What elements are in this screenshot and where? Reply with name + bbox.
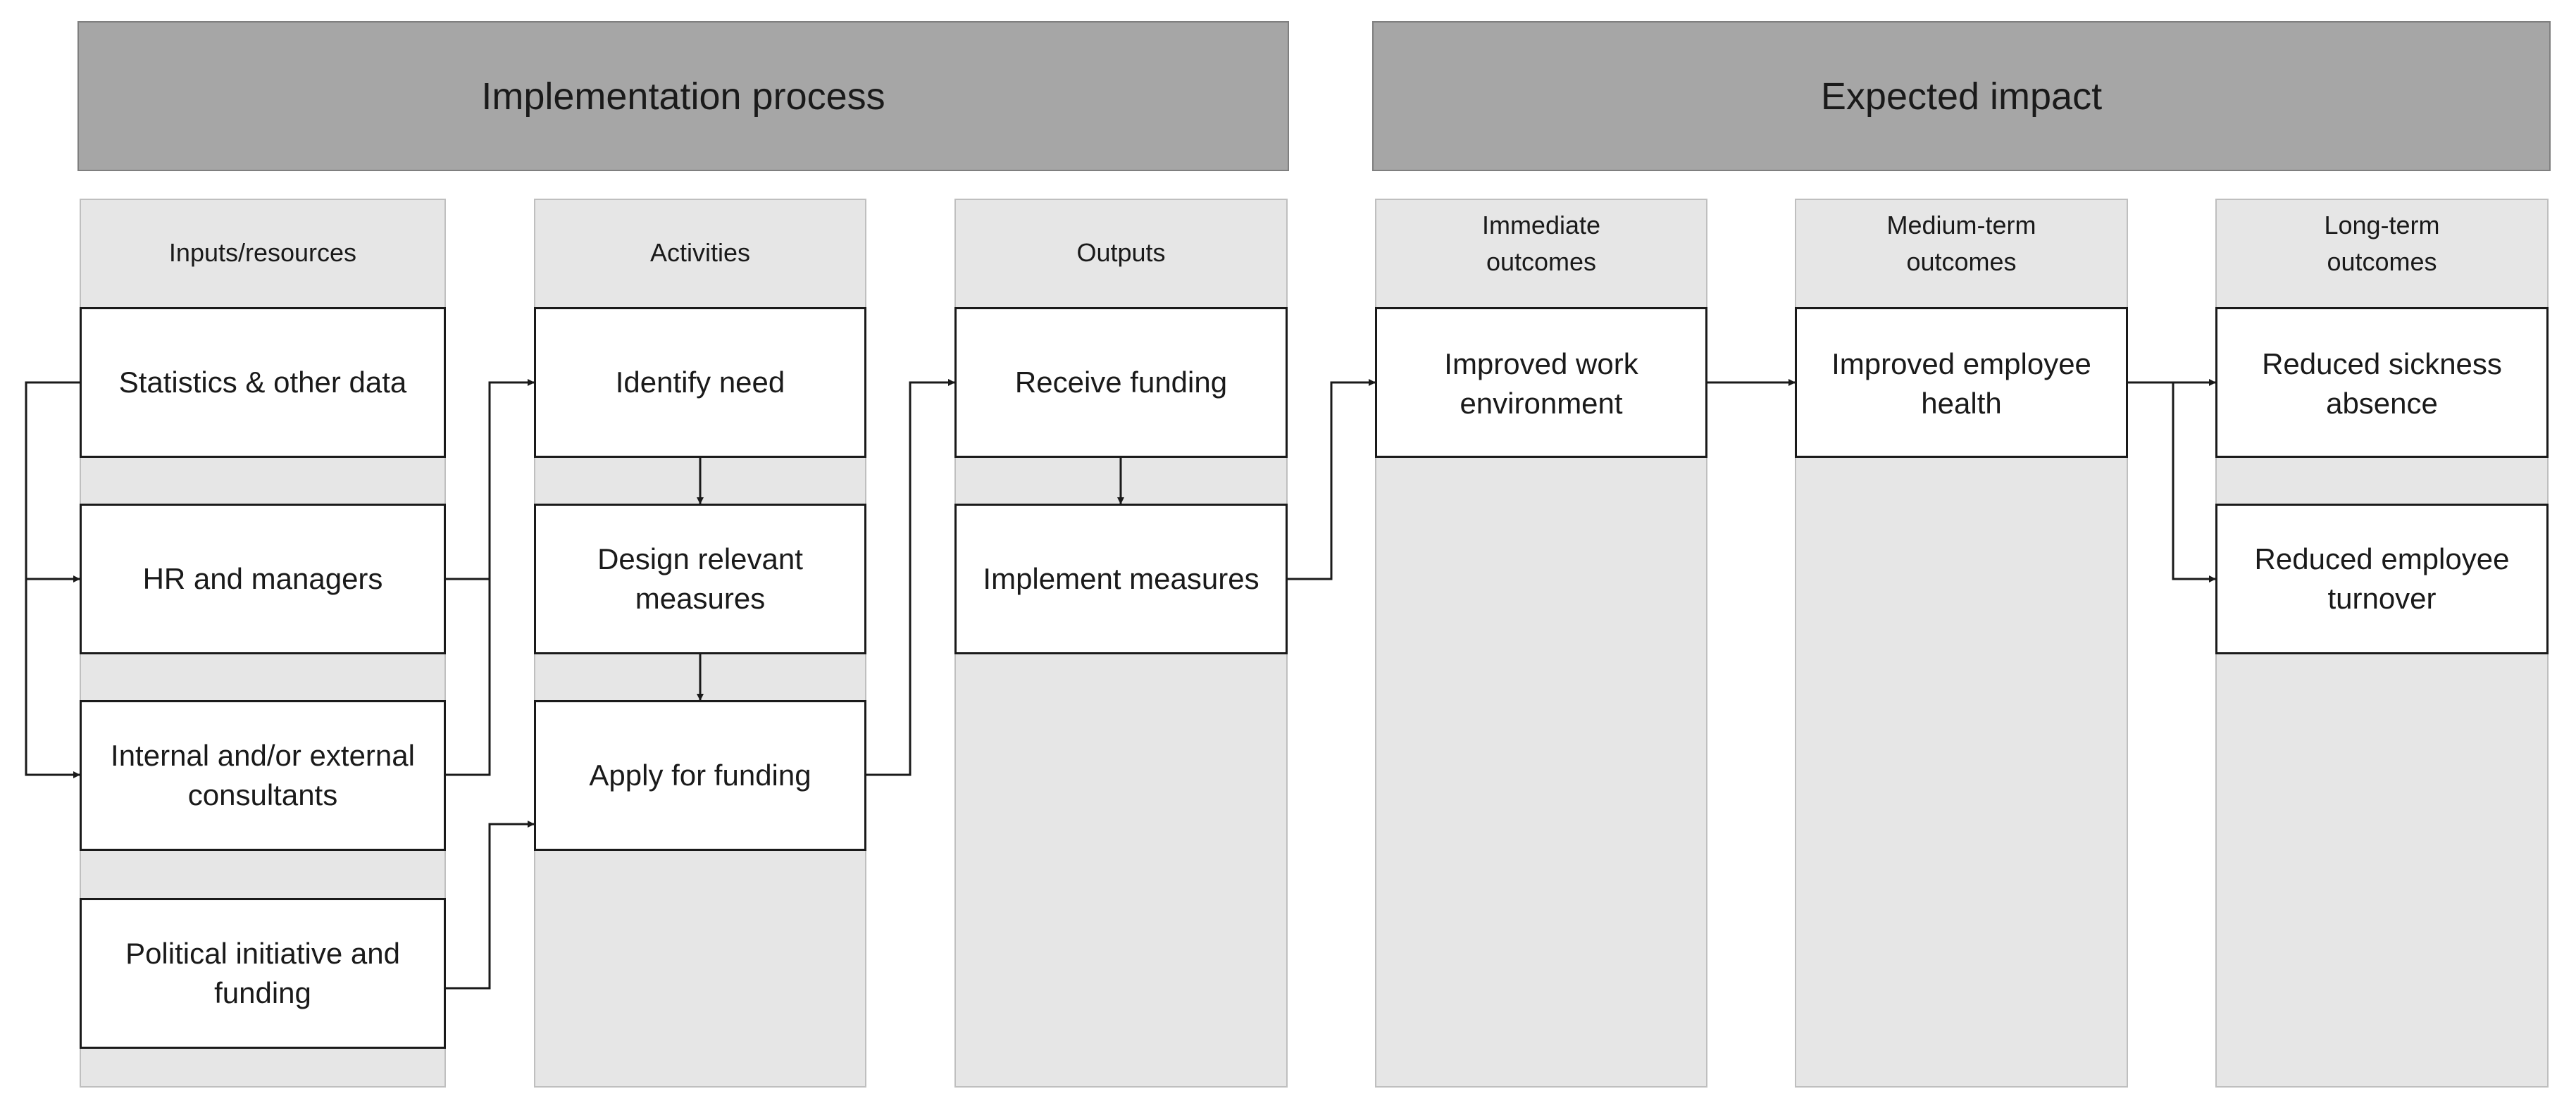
box-improved-employee-health-label: Improved employee health [1831, 347, 2091, 420]
box-improved-employee-health: Improved employee health [1795, 307, 2128, 458]
box-hr-managers-label: HR and managers [142, 562, 383, 595]
box-hr-managers: HR and managers [80, 504, 446, 654]
box-implement-measures: Implement measures [954, 504, 1288, 654]
box-reduced-turnover: Reduced employee turnover [2215, 504, 2549, 654]
box-design-measures: Design relevant measures [534, 504, 866, 654]
box-implement-measures-label: Implement measures [983, 562, 1259, 595]
column-header-immediate: Immediate outcomes [1481, 211, 1601, 276]
box-identify-need: Identify need [534, 307, 866, 458]
arrow-political-to-apply [446, 821, 535, 990]
expected-impact-title: Expected impact [1820, 75, 2103, 118]
arrow-apply-to-receive [866, 379, 955, 776]
box-political-label: Political initiative and funding [125, 937, 400, 1009]
box-reduced-sickness: Reduced sickness absence [2215, 307, 2549, 458]
column-header-long: Long-term outcomes [2324, 211, 2440, 276]
arrow-consultants-join [446, 579, 491, 776]
box-receive-funding-label: Receive funding [1014, 366, 1228, 399]
box-statistics-label: Statistics & other data [118, 366, 407, 399]
box-consultants: Internal and/or external consultants [80, 700, 446, 851]
column-header-medium: Medium-term outcomes [1886, 211, 2036, 276]
implementation-process-title: Implementation process [481, 75, 885, 118]
box-consultants-label: Internal and/or external consultants [111, 739, 415, 811]
box-receive-funding: Receive funding [954, 307, 1288, 458]
expected-impact-banner: Expected impact [1372, 21, 2551, 171]
box-identify-need-label: Identify need [615, 366, 785, 399]
column-header-inputs: Inputs/resources [168, 238, 357, 267]
box-political: Political initiative and funding [80, 898, 446, 1049]
arrow-implement-to-workenv [1288, 379, 1376, 580]
column-header-activities: Activities [649, 238, 751, 267]
box-reduced-sickness-label: Reduced sickness absence [2262, 347, 2502, 420]
box-statistics: Statistics & other data [80, 307, 446, 458]
box-improved-work-environment-label: Improved work environment [1444, 347, 1638, 420]
box-reduced-turnover-label: Reduced employee turnover [2254, 542, 2510, 615]
box-apply-funding: Apply for funding [534, 700, 866, 851]
implementation-process-banner: Implementation process [77, 21, 1289, 171]
box-design-measures-label: Design relevant measures [597, 542, 803, 615]
arrow-hr-to-identify [446, 379, 535, 580]
arrow-health-to-turnover [2172, 382, 2216, 583]
box-apply-funding-label: Apply for funding [589, 759, 811, 792]
column-header-outputs: Outputs [1076, 238, 1166, 267]
box-improved-work-environment: Improved work environment [1375, 307, 1707, 458]
